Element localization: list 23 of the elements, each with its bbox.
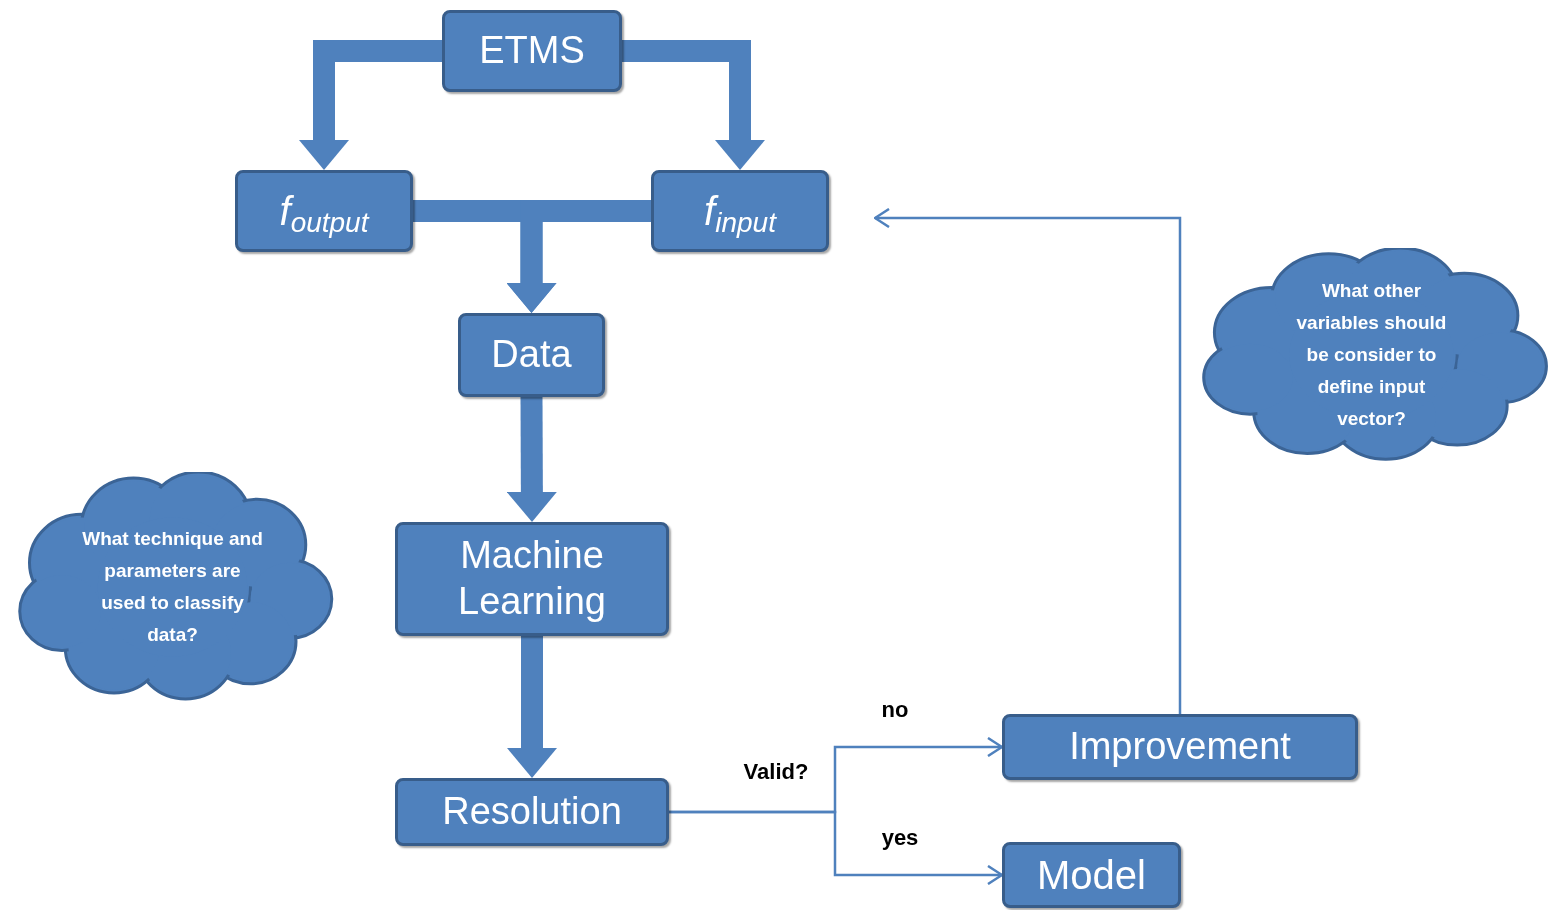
process-box (235, 170, 413, 252)
arrow (873, 207, 1182, 714)
box-label: Resolution (442, 789, 622, 835)
process-box (651, 170, 829, 252)
block-arrow (507, 636, 557, 778)
box-label: ETMS (479, 28, 585, 74)
block-arrow (506, 396, 557, 522)
process-box (395, 522, 669, 636)
process-box (395, 778, 669, 846)
box-label: Improvement (1069, 724, 1291, 770)
process-box (442, 10, 622, 92)
box-label: Data (491, 332, 572, 378)
process-box (1002, 842, 1181, 908)
block-arrow (622, 40, 765, 170)
box-label: Machine Learning (457, 533, 607, 624)
box-label: Model (1037, 852, 1146, 899)
process-box (458, 313, 605, 397)
cloud-text: What other variables should be consider to define input vector? (1295, 279, 1448, 431)
arrow (669, 810, 1004, 886)
cloud-text: What technique and parameters are used to classify data? (81, 527, 264, 647)
process-box (1002, 714, 1358, 780)
block-arrow (506, 200, 651, 313)
block-arrow (299, 40, 442, 170)
